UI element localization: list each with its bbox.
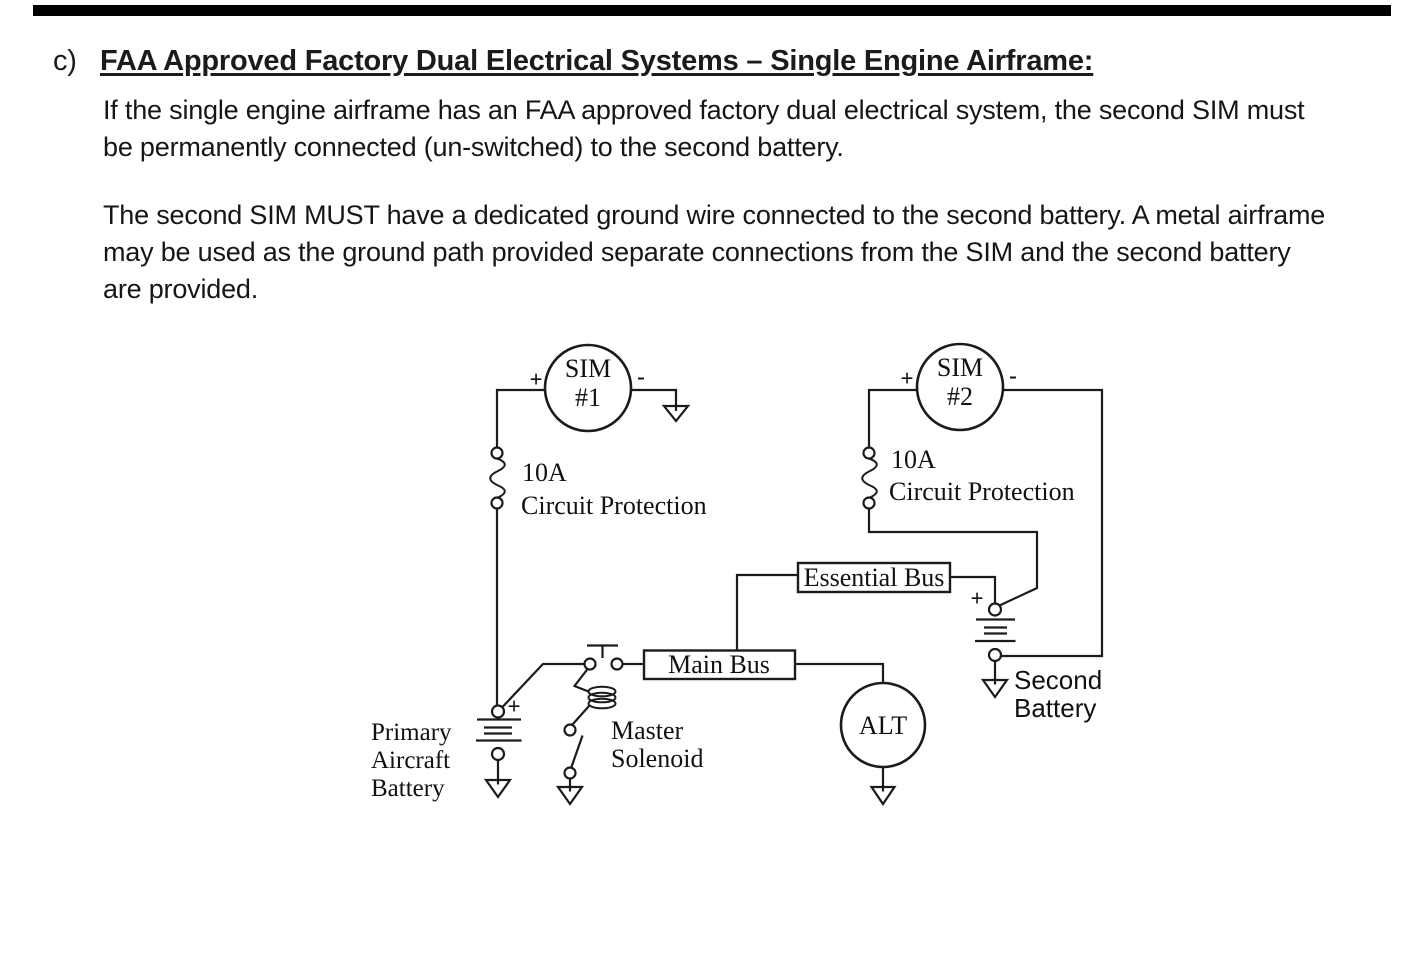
sim1-title: SIM bbox=[565, 354, 611, 383]
solenoid-coil-icon bbox=[587, 697, 617, 710]
paragraph-1-line-1: If the single engine airframe has an FAA… bbox=[103, 95, 1305, 125]
primary-battery-label-line1: Primary bbox=[371, 719, 452, 746]
breaker1-top-contact bbox=[490, 446, 504, 460]
circuit-breaker-1 bbox=[489, 446, 506, 510]
paragraph-2-line-1: The second SIM MUST have a dedicated gro… bbox=[103, 200, 1326, 230]
wire-sim2-negative-to-battery bbox=[1001, 388, 1104, 658]
solenoid-right-contact bbox=[610, 657, 624, 671]
breaker2-bottom-contact bbox=[862, 496, 876, 510]
sim2-circle bbox=[915, 342, 1005, 432]
master-switch-top-contact bbox=[563, 723, 577, 737]
wire-battery-to-switch bbox=[501, 662, 585, 708]
breaker1-bottom-contact bbox=[490, 496, 504, 510]
alt-label: ALT bbox=[859, 711, 907, 740]
sim1-circle bbox=[543, 343, 633, 433]
primary-battery: + Primary Aircraft Battery bbox=[371, 694, 522, 802]
master-switch-blade bbox=[570, 735, 584, 768]
solenoid-coil-icon bbox=[587, 691, 617, 704]
master-solenoid: Master Solenoid bbox=[563, 644, 703, 792]
wire-sim1-positive bbox=[495, 388, 545, 448]
second-battery-plus-label: + bbox=[970, 586, 983, 611]
breaker1-protection-label: Circuit Protection bbox=[521, 491, 707, 520]
master-solenoid-label-line2: Solenoid bbox=[611, 744, 703, 773]
top-border-bar bbox=[33, 5, 1391, 16]
wiring bbox=[495, 388, 1104, 792]
wire-essential-bus-to-second-battery bbox=[950, 575, 997, 604]
paragraph-2: The second SIM MUST have a dedicated gro… bbox=[103, 197, 1325, 308]
sim2-device: SIM #2 + - bbox=[900, 342, 1017, 432]
paragraph-2-line-3: are provided. bbox=[103, 274, 258, 304]
second-battery-label-line2: Battery bbox=[1014, 693, 1096, 723]
breaker1-rating-label: 10A bbox=[522, 458, 567, 487]
master-solenoid-label-line1: Master bbox=[611, 716, 684, 745]
sim1-unit: #1 bbox=[575, 383, 601, 412]
solenoid-left-contact bbox=[583, 657, 597, 671]
paragraph-2-line-2: may be used as the ground path provided … bbox=[103, 237, 1291, 267]
main-bus: Main Bus bbox=[642, 649, 797, 681]
sim2-plus-label: + bbox=[900, 366, 913, 391]
sim1-minus-label: - bbox=[637, 364, 645, 389]
primary-battery-plus-label: + bbox=[507, 694, 520, 719]
section-letter: c) bbox=[53, 45, 77, 77]
breaker-coil-icon bbox=[861, 457, 878, 499]
master-switch-bottom-contact bbox=[563, 766, 577, 780]
second-battery-negative-terminal bbox=[987, 647, 1003, 663]
solenoid-coil-lead-out bbox=[571, 705, 590, 726]
paragraph-1: If the single engine airframe has an FAA… bbox=[103, 92, 1305, 166]
essential-bus: Essential Bus bbox=[796, 561, 952, 594]
section-title: FAA Approved Factory Dual Electrical Sys… bbox=[100, 45, 1094, 77]
wire-breaker2-to-second-battery bbox=[867, 508, 1039, 607]
wire-sim2-positive bbox=[867, 388, 916, 448]
sim1-device: SIM #1 + - bbox=[529, 343, 645, 433]
main-bus-label: Main Bus bbox=[668, 650, 770, 679]
essential-bus-box bbox=[796, 561, 952, 594]
solenoid-coil-icon bbox=[587, 685, 617, 698]
alternator: ALT bbox=[839, 681, 927, 769]
breaker2-rating-label: 10A bbox=[891, 445, 936, 474]
breaker2-protection-label: Circuit Protection bbox=[889, 477, 1075, 506]
wire-main-bus-to-alt bbox=[795, 662, 885, 683]
circuit-breaker-2 bbox=[861, 446, 878, 510]
primary-battery-label-line3: Battery bbox=[371, 775, 445, 802]
primary-battery-label-line2: Aircraft bbox=[371, 747, 450, 774]
main-bus-box bbox=[642, 649, 797, 681]
wire-main-bus-to-essential-bus bbox=[735, 573, 798, 651]
breaker2-top-contact bbox=[862, 446, 876, 460]
sim1-plus-label: + bbox=[529, 367, 542, 392]
second-battery: + Second Battery bbox=[970, 586, 1102, 723]
second-battery-label-line1: Second bbox=[1014, 665, 1102, 695]
sim2-unit: #2 bbox=[947, 382, 973, 411]
solenoid-coil-lead-in bbox=[572, 667, 589, 693]
primary-battery-positive-terminal bbox=[490, 704, 506, 719]
sim2-minus-label: - bbox=[1009, 363, 1017, 388]
paragraph-1-line-2: be permanently connected (un-switched) t… bbox=[103, 132, 844, 162]
essential-bus-label: Essential Bus bbox=[804, 563, 945, 592]
sim2-title: SIM bbox=[937, 353, 983, 382]
wire-sim1-negative-to-ground bbox=[631, 388, 678, 411]
alt-circle bbox=[839, 681, 927, 769]
primary-battery-negative-terminal bbox=[490, 746, 506, 762]
breaker-coil-icon bbox=[489, 457, 506, 499]
second-battery-positive-terminal bbox=[987, 602, 1003, 617]
